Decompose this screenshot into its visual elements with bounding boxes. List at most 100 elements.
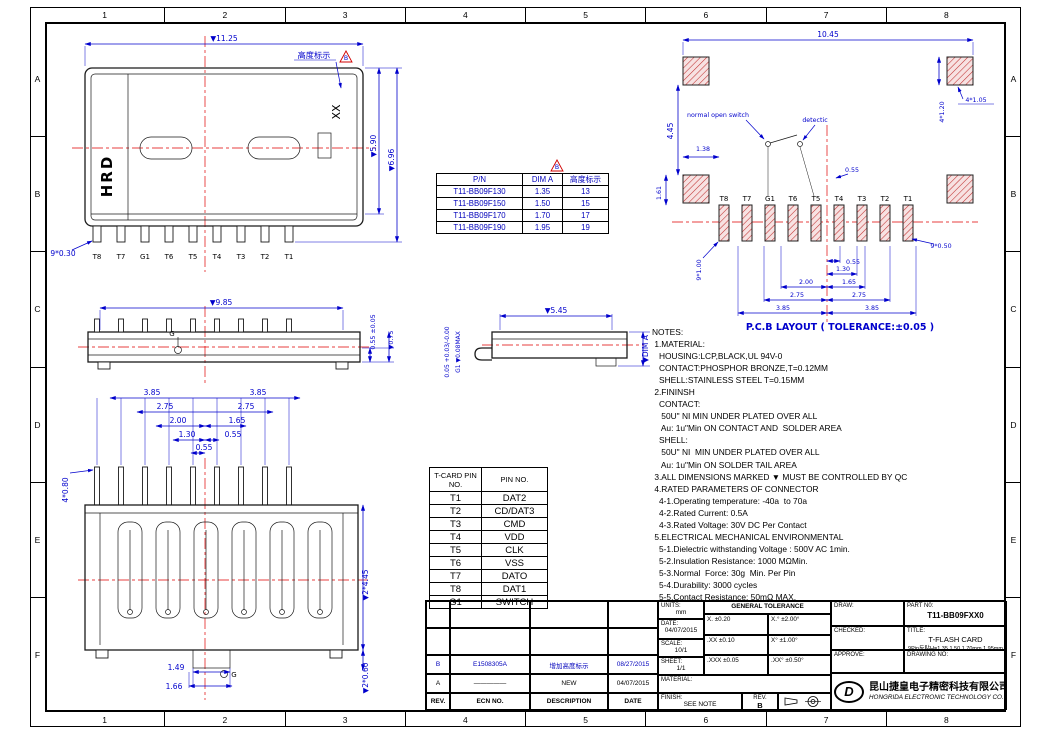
dim-chain: 2.75 [157,402,174,411]
draw-cell: DRAW: [831,601,904,626]
revision-empty-cell [426,601,450,628]
pin-id: T7 [429,569,482,583]
grid-row-label: C [30,251,45,366]
switch-label: normal open switch [687,112,749,119]
corner-pad [682,174,710,204]
smt-lead [474,347,492,361]
company-name-cn: 昆山捷皇电子精密科技有限公司 [869,682,1007,694]
dim-a-cell: 1.35 [522,185,563,198]
drawing-no-label: DRAWING NO: [907,652,949,658]
side-view: G ▼9.85 0.55 ±0.05 ▼0.75 [78,298,395,384]
height-mark-label: 高度标示 [298,50,331,60]
pn-cell: T11-BB09F150 [436,197,523,210]
mount-foot [595,357,617,367]
leader-line [71,240,93,251]
pin-signal: CD/DAT3 [481,504,548,518]
pin-signal: SWITCH [481,595,548,609]
dim-chain: 3.85 [776,305,790,312]
pin-signal: CMD [481,517,548,531]
extension-lines [499,314,650,367]
company-name-en: HONGRIDA ELECTRONIC TECHNOLOGY CO.LTD. [869,693,1007,701]
dim-chain: 0.55 [846,259,860,266]
signal-pads [718,204,914,242]
units-value: mm [675,609,687,616]
body-outline [87,331,361,363]
projection-cell [778,693,831,710]
dim-corner-pad-height: 4*1.20 [939,101,946,122]
material-cell: MATERIAL: [658,675,831,693]
projection-symbol [784,696,821,707]
dim-a-label: ▼DIM A [641,334,650,363]
dim-a-cell: 1.50 [522,197,563,210]
corner-pad [682,56,710,86]
grid-row-label: A [34,74,41,85]
dim-chain: 2.00 [170,416,187,425]
pin-signal: VSS [481,556,548,570]
pn-table-header: P/N [436,173,523,186]
sheet-value: 1/1 [676,665,686,672]
company-logo: D [834,680,864,703]
revision-empty-cell [450,601,530,628]
extension-lines [99,310,394,363]
mount-foot [329,649,343,659]
dim-chain: 3.85 [250,388,267,397]
pin-label: T3 [236,253,246,261]
pin-id: T4 [429,530,482,544]
dim-height-2: ▼6.96 [387,149,396,172]
leader-line [957,86,964,100]
pad-label: T1 [903,195,913,203]
pad-label: T6 [788,195,798,203]
grid-col-label: 4 [404,7,525,22]
datum-symbol [174,346,182,354]
company-names: 昆山捷皇电子精密科技有限公司 HONGRIDA ELECTRONIC TECHN… [869,682,1007,701]
title-subtitle: 9Pin反贴H=1.35,1.50,1.70mm,1.95mm [908,646,1003,650]
extension-lines [737,246,917,316]
grid-col-label: 8 [885,712,1006,727]
front-view: G 3.85 3.85 2.75 2.75 2.00 1.65 1.30 0.5… [61,388,370,700]
tolerance-cell: X.° ±2.00° [768,614,831,635]
pad-label: T7 [742,195,752,203]
finish-value: SEE NOTE [683,701,717,708]
contact-tails [94,466,292,506]
revision-header: REV. [426,693,450,710]
rev-label: REV. [753,695,767,701]
title-label: TITLE: [907,628,926,634]
pn-table-row: T11-BB09F170 1.70 17 [436,209,609,222]
dim-pad-width: 9*0.50 [930,243,951,250]
rev-cell: REV. B [742,693,778,710]
center-tab [192,649,231,669]
company-cell: D 昆山捷皇电子精密科技有限公司 HONGRIDA ELECTRONIC TEC… [831,673,1007,710]
dim-chain: 3.85 [144,388,161,397]
units-label: UNITS: [661,603,681,609]
pin-label: G1 [140,253,150,261]
tolerance-cell: X. ±0.20 [704,614,768,635]
corner-pad [946,56,974,86]
leader-line [835,173,849,179]
contact-slots [117,521,333,619]
notes-block: NOTES: 1.MATERIAL: HOUSING:LCP,BLACK,UL … [652,327,908,603]
date-label: DATE: [661,621,679,627]
solder-pins [92,225,294,243]
revision-empty-cell [426,628,450,655]
grid-col-label: 3 [284,712,405,727]
part-number-label: PART N0: [907,603,934,609]
dim-chain: 0.55 [196,443,213,452]
pin-label: T4 [212,253,222,261]
leader-line [69,468,94,474]
approve-cell: APPROVE: [831,650,904,673]
title-value: T-FLASH CARD [928,635,983,644]
grid-row-label: F [30,596,45,712]
material-label: MATERIAL: [661,677,693,683]
mount-foot [95,649,109,659]
title-block: B E1508305A 增加高度标示 08/27/2015 A ————— NE… [425,600,1007,712]
grid-ruler-left: A B C D E F [30,22,45,712]
pin-id: T2 [429,504,482,518]
grid-ruler-bottom: 1 2 3 4 5 6 7 8 [45,712,1006,727]
dim-height-1: ▼5.90 [369,135,378,158]
